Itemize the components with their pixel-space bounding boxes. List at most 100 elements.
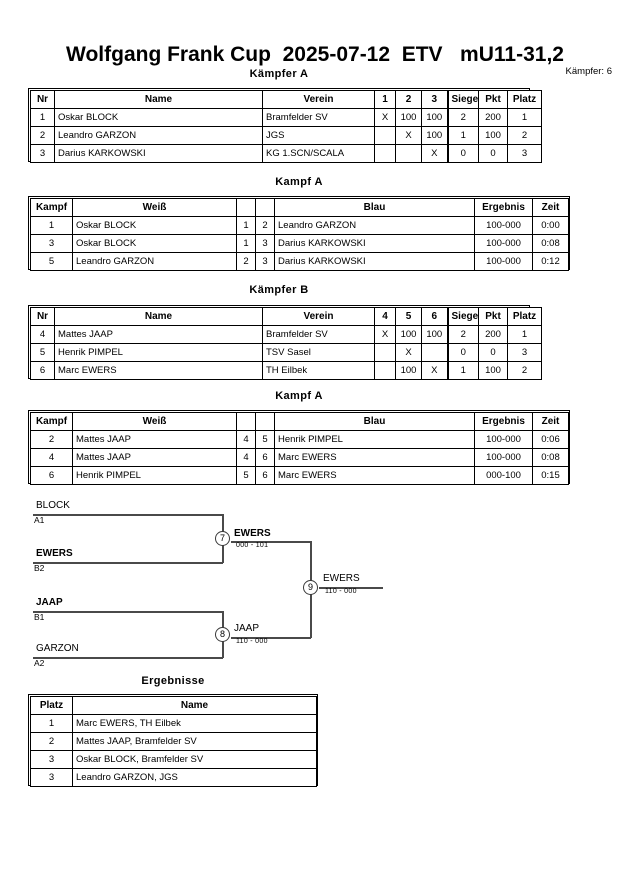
cell-name: Leandro GARZON, JGS	[72, 768, 317, 787]
column-header: Blau	[274, 198, 475, 217]
column-header: 3	[421, 90, 448, 109]
column-header: Siege	[446, 90, 479, 109]
cell-name: Oskar BLOCK	[54, 108, 263, 127]
cell-match-2: X	[395, 126, 422, 145]
column-header: Verein	[262, 307, 375, 326]
cell-rank: 3	[30, 750, 73, 769]
cell-match-1	[374, 126, 396, 145]
cell-time: 0:15	[532, 466, 569, 485]
cell-rank: 1	[507, 325, 542, 344]
cell-white-fighter: Oskar BLOCK	[72, 234, 237, 253]
column-header: Pkt	[478, 90, 508, 109]
cell-match-2: 100	[395, 325, 422, 344]
bracket-entrant-name-2: JAAP	[36, 597, 63, 608]
caption-matches-a2: Kampf A	[275, 390, 323, 402]
bracket-line	[231, 541, 311, 543]
cell-blue-fighter: Marc EWERS	[274, 448, 475, 467]
cell-match-3: 100	[421, 325, 448, 344]
column-header	[236, 412, 256, 431]
cell-wins: 0	[446, 144, 479, 163]
cell-blue-no: 6	[255, 466, 275, 485]
cell-match-no: 3	[30, 234, 73, 253]
bracket-match-winner-8: JAAP	[234, 623, 260, 634]
column-header: Weiß	[72, 198, 237, 217]
column-header: Zeit	[532, 412, 569, 431]
cell-time: 0:12	[532, 252, 569, 271]
cell-match-3: X	[421, 144, 448, 163]
cell-blue-fighter: Leandro GARZON	[274, 216, 475, 235]
cell-blue-fighter: Henrik PIMPEL	[274, 430, 475, 449]
cell-blue-no: 6	[255, 448, 275, 467]
cell-nr: 1	[30, 108, 55, 127]
cell-nr: 2	[30, 126, 55, 145]
column-header: Name	[72, 696, 317, 715]
bracket-match-winner-7: EWERS	[234, 528, 271, 539]
column-header: Verein	[262, 90, 375, 109]
cell-points: 200	[478, 108, 508, 127]
cell-name: Oskar BLOCK, Bramfelder SV	[72, 750, 317, 769]
cell-white-fighter: Oskar BLOCK	[72, 216, 237, 235]
column-header: Siege	[446, 307, 479, 326]
column-header	[255, 412, 275, 431]
cell-time: 0:08	[532, 234, 569, 253]
cell-blue-fighter: Marc EWERS	[274, 466, 475, 485]
cell-name: Marc EWERS, TH Eilbek	[72, 714, 317, 733]
cell-points: 100	[478, 361, 508, 380]
cell-match-3: 100	[421, 126, 448, 145]
cell-name: Marc EWERS	[54, 361, 263, 380]
bracket-entrant-seed-3: A2	[34, 658, 45, 668]
cell-club: JGS	[262, 126, 375, 145]
cell-result: 100-000	[474, 448, 533, 467]
bracket-entrant-seed-0: A1	[34, 515, 45, 525]
cell-time: 0:08	[532, 448, 569, 467]
column-header: Platz	[507, 307, 542, 326]
bracket-match-score-8: 110 - 000	[236, 638, 268, 645]
column-header: Nr	[30, 307, 55, 326]
cell-rank: 2	[507, 126, 542, 145]
cell-white-no: 2	[236, 252, 256, 271]
bracket-match-circle-8[interactable]: 8	[215, 627, 230, 642]
cell-wins: 2	[446, 325, 479, 344]
column-header: Ergebnis	[474, 412, 533, 431]
column-header: 5	[395, 307, 422, 326]
bracket-match-circle-7[interactable]: 7	[215, 531, 230, 546]
cell-points: 100	[478, 126, 508, 145]
cell-blue-fighter: Darius KARKOWSKI	[274, 252, 475, 271]
column-header: Zeit	[532, 198, 569, 217]
cell-result: 000-100	[474, 466, 533, 485]
cell-nr: 6	[30, 361, 55, 380]
cell-match-1: X	[374, 108, 396, 127]
bracket-match-circle-9[interactable]: 9	[303, 580, 318, 595]
cell-match-1	[374, 361, 396, 380]
cell-blue-no: 3	[255, 252, 275, 271]
cell-blue-no: 2	[255, 216, 275, 235]
column-header	[255, 198, 275, 217]
cell-match-no: 4	[30, 448, 73, 467]
column-header: Name	[54, 307, 263, 326]
column-header: Nr	[30, 90, 55, 109]
bracket-entrant-seed-1: B2	[34, 563, 45, 573]
cell-time: 0:06	[532, 430, 569, 449]
cell-result: 100-000	[474, 252, 533, 271]
cell-rank: 3	[507, 343, 542, 362]
cell-match-no: 5	[30, 252, 73, 271]
cell-white-fighter: Leandro GARZON	[72, 252, 237, 271]
cell-name: Mattes JAAP, Bramfelder SV	[72, 732, 317, 751]
caption-results: Ergebnisse	[141, 675, 205, 687]
cell-points: 200	[478, 325, 508, 344]
cell-nr: 5	[30, 343, 55, 362]
column-header: Kampf	[30, 412, 73, 431]
column-header: Weiß	[72, 412, 237, 431]
